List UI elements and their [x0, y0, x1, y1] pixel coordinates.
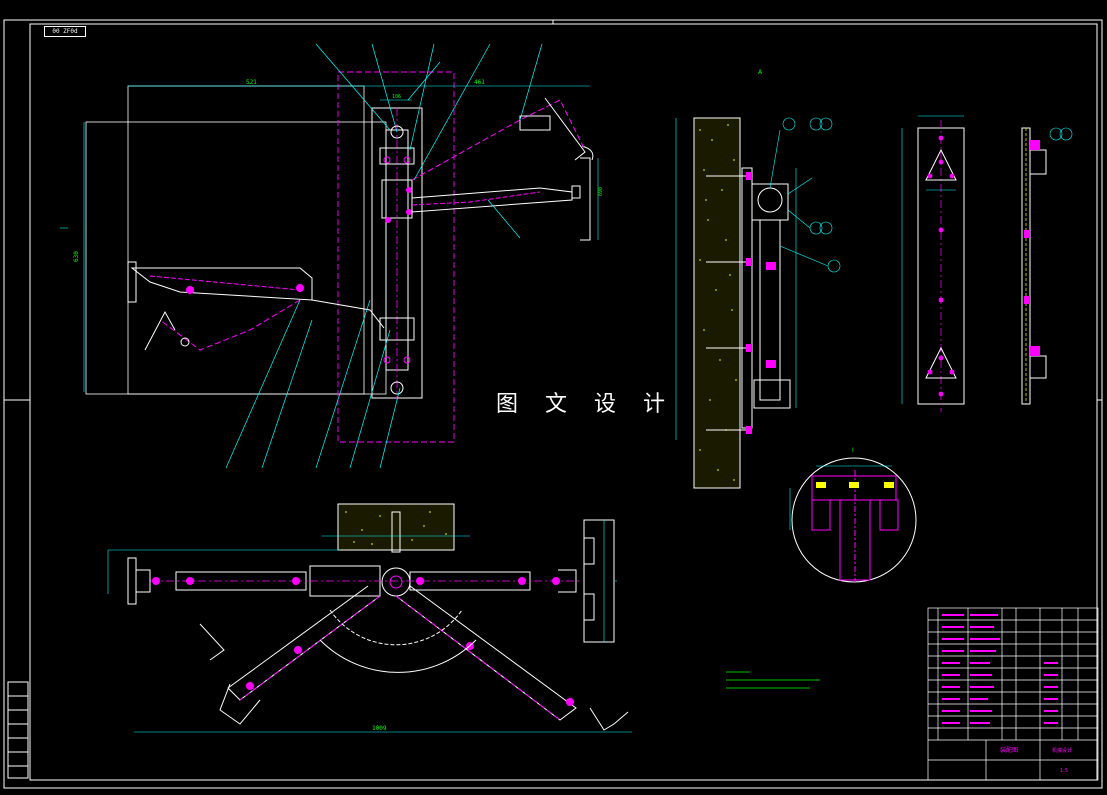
plate-detail-view	[901, 115, 1073, 412]
side-revision-boxes	[7, 681, 29, 779]
dim-plate-height: 690	[598, 187, 604, 196]
title-block-drawing-name: 装配图	[1000, 746, 1018, 754]
inner-frame	[29, 23, 1098, 781]
dim-left-height: 630	[73, 251, 80, 262]
technical-notes	[726, 671, 820, 689]
parts-list-text	[942, 614, 1058, 724]
wall-section-view: A	[675, 69, 841, 489]
title-block-company: 机械设计	[1052, 747, 1072, 754]
dim-top-left: 521	[246, 79, 257, 86]
drawing-number-stamp: 00 ZF0d	[44, 26, 86, 37]
view-label-a: A	[758, 69, 763, 76]
dim-top-right: 461	[474, 79, 485, 86]
parts-list	[927, 607, 1099, 781]
dim-section-width: 106	[392, 94, 401, 100]
title-block-scale: 1:5	[1060, 768, 1068, 774]
section-label-i: I	[852, 447, 854, 454]
plan-view: 1009	[107, 503, 632, 733]
main-view: 521 461 630 106 690	[60, 43, 604, 469]
dim-bottom-width: 1009	[372, 725, 387, 732]
watermark-text: 图 文 设 计	[496, 392, 675, 417]
section-detail-circle: I	[789, 447, 917, 583]
